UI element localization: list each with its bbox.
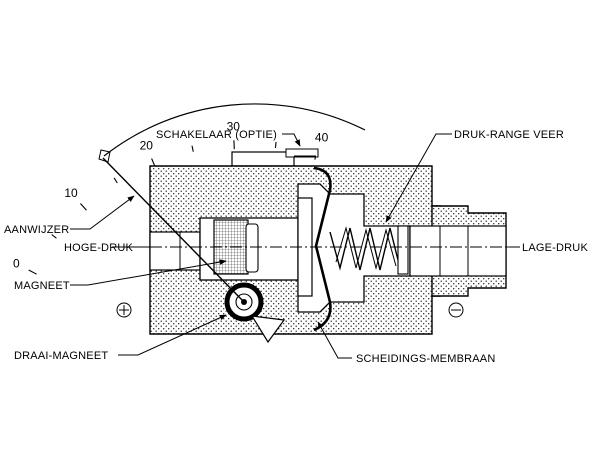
label-pointer: AANWIJZER [4,224,69,236]
scale-minor-tick [113,177,118,184]
leader-lines [70,133,518,359]
zero-stop-marker [98,149,111,163]
label-high-pressure: HOGE-DRUK [64,242,133,254]
scale-major-tick [28,269,37,275]
scale-minor-tick [191,145,194,152]
pointer-needle [102,157,245,303]
separation-diaphragm [313,166,332,332]
scale-tick-label: 30 [227,119,241,133]
plus-port-symbol [116,302,132,318]
label-switch: SCHAKELAAR (OPTIE) [156,129,277,141]
housing-body [149,165,507,335]
scale-tick-label: 20 [140,139,154,153]
switch-component [231,148,319,167]
scale-major-tick [79,203,87,211]
scale-tick-label: 0 [13,256,20,270]
range-spring [329,225,409,275]
label-low-pressure: LAGE-DRUK [522,242,588,254]
scale-minor-tick [274,141,277,148]
label-diaphragm: SCHEIDINGS-MEMBRAAN [356,353,495,365]
label-magnet: MAGNEET [14,280,70,292]
minus-port-symbol [448,302,464,318]
scale-tick-label: 40 [315,131,329,145]
label-range-spring: DRUK-RANGE VEER [454,129,564,141]
scale-arc [103,103,366,157]
scale-minor-tick [51,234,57,239]
label-rotary-magnet: DRAAI-MAGNEET [14,350,108,362]
scale-tick-label: 10 [64,186,78,200]
